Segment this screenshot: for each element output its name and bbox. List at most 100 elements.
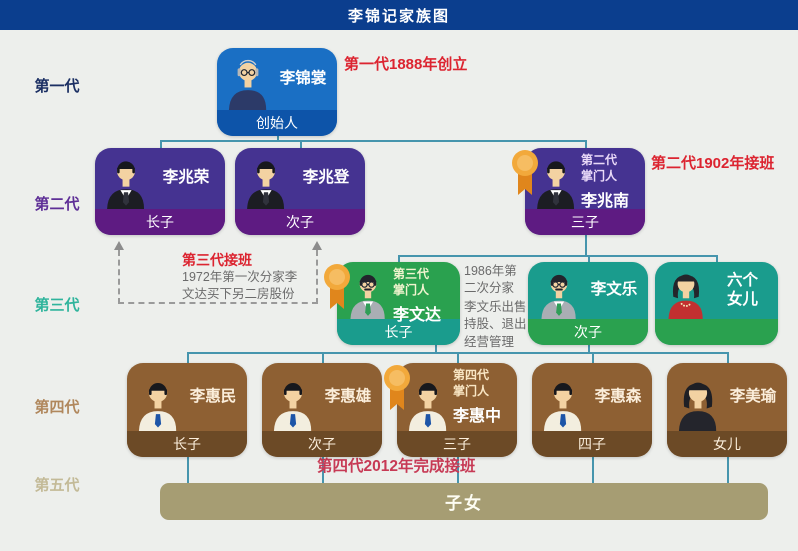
person-name: 李兆登 — [302, 169, 350, 187]
connector-line — [160, 140, 162, 148]
person-avatar — [132, 369, 184, 431]
badge-title-line: 第四代 — [453, 368, 490, 382]
person-avatar — [537, 369, 589, 431]
card-role-strip: 次子 — [262, 431, 382, 457]
person-name: 李惠森 — [594, 387, 642, 405]
card-role-strip: 创始人 — [217, 110, 337, 136]
connector-line — [727, 352, 729, 363]
connector-line — [588, 255, 590, 262]
person-avatar — [100, 154, 152, 209]
person-name: 李惠雄 — [324, 387, 372, 405]
annotation-liwenle-exit: 李文乐出售持股、退出经营管理 — [464, 300, 527, 349]
children-bar: 子女 — [160, 483, 768, 520]
person-avatar — [678, 382, 717, 431]
connector-line — [716, 255, 718, 262]
connector-line — [592, 457, 594, 483]
card-role-strip: 女儿 — [667, 431, 787, 457]
dashed-callout: 第三代接班 1972年第一次分家李文达买下另二房股份 — [114, 241, 322, 304]
generation-label-1: 第一代 — [34, 78, 80, 95]
family-card-lihuimin: 李惠民 长子 — [127, 363, 247, 457]
person-name: 李文乐 — [590, 281, 638, 299]
badge-title-line: 掌门人 — [453, 383, 490, 398]
person-avatar — [537, 161, 575, 209]
family-card-lihuisen: 李惠森 四子 — [532, 363, 652, 457]
family-card-limeiyu: 李美瑜 女儿 — [667, 363, 787, 457]
connector-line — [585, 140, 587, 148]
card-role-strip: 长子 — [95, 209, 225, 235]
family-card-liwenda: 长子 第三代掌门人李文达 — [324, 262, 460, 345]
up-arrow-icon — [114, 241, 124, 250]
person-name: 李美瑜 — [729, 387, 777, 405]
person-name: 六个 女儿 — [726, 271, 758, 308]
badge-title-block: 第四代掌门人李惠中 — [453, 368, 515, 426]
annotation-gen4-succession: 第四代2012年完成接班 — [317, 458, 476, 475]
connector-line — [322, 457, 324, 483]
card-role-strip: 长子 — [127, 431, 247, 457]
family-card-lihuizhong: 三子 第四代掌门人李惠中 — [384, 363, 517, 457]
person-avatar — [342, 268, 394, 319]
annotation-gen3-succession-note: 1972年第一次分家李文达买下另二房股份 — [182, 270, 298, 301]
generation-label-5: 第五代 — [34, 477, 80, 494]
generation-label-2: 第二代 — [34, 196, 80, 213]
family-card-liwenle: 李文乐 次子 — [528, 262, 648, 345]
person-avatar — [668, 274, 703, 319]
family-card-lizhaorong: 李兆荣 长子 — [95, 148, 225, 235]
connector-line — [187, 457, 189, 483]
connector-line — [592, 352, 594, 363]
person-avatar — [408, 383, 447, 431]
family-card-lizhaonan: 三子 第二代掌门人李兆南 — [512, 148, 645, 235]
family-card-lijinshang: 李锦裳 创始人 — [217, 48, 337, 136]
card-role-strip: 三子 — [525, 209, 645, 235]
card-role-strip: 次子 — [528, 319, 648, 345]
connector-line — [457, 352, 459, 363]
connector-line — [300, 140, 302, 148]
badge-title-line: 掌门人 — [393, 282, 430, 297]
family-card-lizhaodeng: 李兆登 次子 — [235, 148, 365, 235]
person-avatar — [660, 268, 712, 319]
person-name: 李惠民 — [189, 387, 237, 405]
card-role-strip: 三子 — [397, 431, 517, 457]
person-name: 李兆南 — [581, 193, 630, 211]
person-avatar — [543, 383, 582, 431]
connector-line — [322, 352, 324, 363]
person-avatar — [530, 154, 582, 209]
person-name: 李惠中 — [453, 408, 502, 426]
card-role-strip: 长子 — [337, 319, 460, 345]
person-name: 李文达 — [393, 307, 442, 325]
award-ribbon-icon — [380, 363, 414, 413]
annotation-gen2-succession: 第二代1902年接班 — [651, 155, 775, 172]
up-arrow-icon — [312, 241, 322, 250]
award-ribbon-icon — [320, 262, 354, 312]
person-avatar — [533, 268, 585, 319]
title-bar: 李锦记家族图 — [0, 0, 798, 30]
connector-line — [277, 135, 279, 141]
generation-label-3: 第三代 — [34, 297, 80, 314]
person-avatar — [222, 54, 274, 110]
award-ribbon-icon — [508, 148, 542, 198]
person-avatar — [240, 154, 292, 209]
card-role-strip: 四子 — [532, 431, 652, 457]
connector-line — [435, 345, 437, 352]
connector-line — [187, 352, 189, 363]
family-card-daughters: 六个 女儿 — [655, 262, 778, 345]
connector-line — [160, 140, 585, 142]
person-avatar — [228, 59, 267, 110]
award-ribbon-icon — [324, 264, 350, 309]
badge-title-line: 第三代 — [393, 267, 430, 281]
person-avatar — [138, 383, 177, 431]
connector-line — [588, 345, 590, 352]
person-avatar — [672, 369, 724, 431]
generation-label-4: 第四代 — [34, 399, 80, 416]
award-ribbon-icon — [384, 365, 410, 410]
badge-title-block: 第二代掌门人李兆南 — [581, 153, 643, 211]
page-title: 李锦记家族图 — [347, 7, 450, 25]
connector-line — [457, 457, 459, 483]
family-card-lihuixiong: 李惠雄 次子 — [262, 363, 382, 457]
person-name: 李锦裳 — [279, 69, 327, 87]
connector-line — [585, 235, 587, 255]
connector-line — [398, 255, 716, 257]
person-avatar — [107, 161, 145, 209]
person-avatar — [402, 369, 454, 431]
card-role-strip: 次子 — [235, 209, 365, 235]
